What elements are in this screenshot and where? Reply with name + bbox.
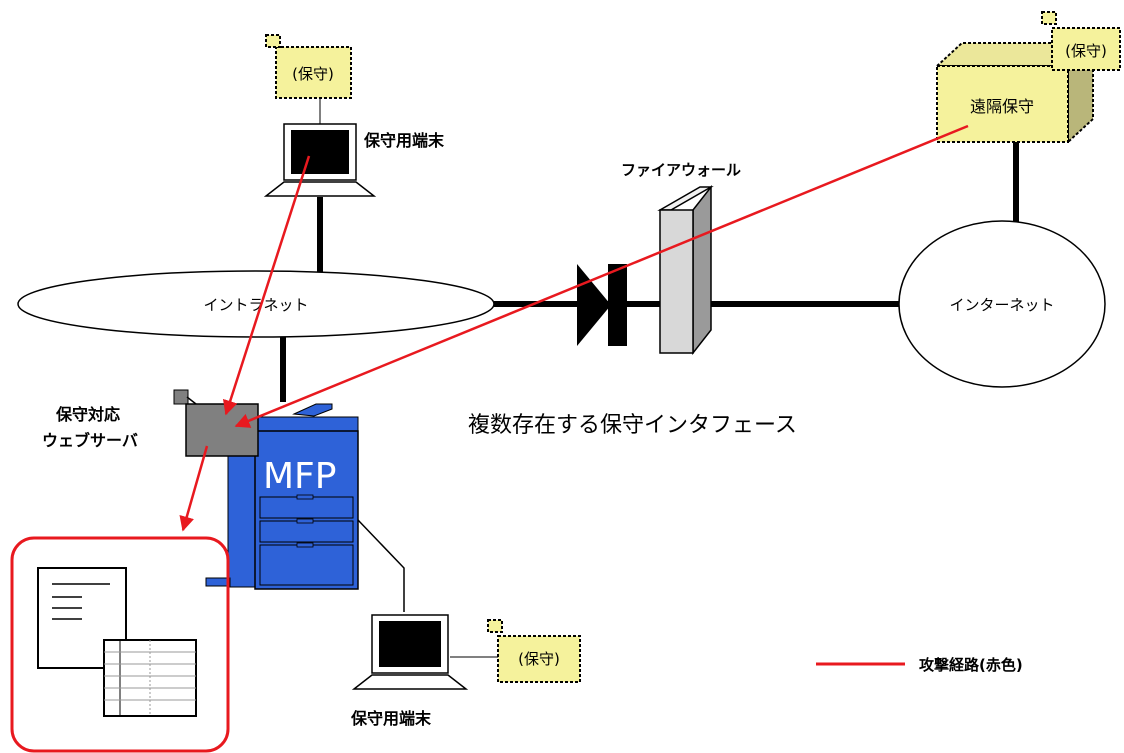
firewall-front bbox=[659, 209, 694, 354]
firewall-label: ファイアウォール bbox=[621, 161, 741, 179]
attack-path-to-documents bbox=[179, 445, 209, 532]
web-server-tab-link bbox=[186, 396, 197, 405]
mfp-label: MFP bbox=[263, 456, 336, 497]
mfp-terminal-cable bbox=[357, 519, 405, 612]
router-icon bbox=[577, 264, 627, 346]
documents-group bbox=[10, 536, 230, 753]
legend-attack-label: 攻撃経路(赤色) bbox=[919, 656, 1023, 674]
mfp-device: MFP bbox=[205, 403, 359, 590]
firewall-side bbox=[692, 184, 712, 356]
internet-node: インターネット bbox=[898, 220, 1106, 388]
internet-label: インターネット bbox=[949, 296, 1054, 314]
router-triangle bbox=[577, 264, 611, 346]
web-server-label-line1: 保守対応 bbox=[55, 405, 120, 424]
web-server-label-line2: ウェブサーバ bbox=[42, 431, 138, 450]
diagram-caption: 複数存在する保守インタフェース bbox=[468, 413, 797, 438]
intranet-ellipse bbox=[17, 270, 495, 338]
laptop-top-display bbox=[291, 130, 349, 174]
firewall-icon bbox=[657, 184, 714, 356]
internet-ellipse bbox=[898, 220, 1106, 388]
intranet-node: イントラネット bbox=[17, 270, 495, 338]
mfp-top-arm bbox=[292, 403, 333, 417]
mfp-tray-2 bbox=[259, 520, 354, 543]
mfp-tray-1 bbox=[259, 496, 354, 519]
mfp-tray-3 bbox=[259, 544, 354, 586]
attack-path-from-remote bbox=[234, 124, 969, 428]
terminal-bottom-label: 保守用端末 bbox=[350, 709, 432, 728]
web-server-tab bbox=[173, 389, 189, 405]
tag-bottom-label: (保守) bbox=[518, 650, 560, 668]
tag-remote-corner bbox=[1041, 11, 1057, 25]
mfp-handle-2 bbox=[296, 518, 314, 524]
terminal-bottom: 保守用端末 (保守) bbox=[350, 614, 581, 728]
laptop-bottom-display bbox=[379, 621, 441, 667]
tag-remote-box bbox=[1051, 27, 1121, 71]
attack-path-from-terminal bbox=[222, 155, 311, 416]
tag-top-label: (保守) bbox=[292, 65, 334, 83]
mfp-foot bbox=[205, 577, 231, 587]
mfp-scanner bbox=[257, 416, 359, 432]
attack-paths bbox=[179, 124, 969, 532]
web-server-icon bbox=[173, 389, 259, 457]
remote-maintenance-node: 遠隔保守 (保守) bbox=[934, 11, 1121, 145]
terminal-top-label: 保守用端末 bbox=[363, 131, 445, 150]
router-bar bbox=[608, 264, 627, 346]
legend: 攻撃経路(赤色) bbox=[816, 656, 1023, 674]
mfp-handle-3 bbox=[296, 542, 314, 548]
tag-bottom-corner bbox=[487, 619, 503, 633]
laptop-top-base bbox=[263, 181, 377, 197]
spreadsheet-icon bbox=[103, 639, 197, 717]
tag-remote-label: (保守) bbox=[1065, 42, 1107, 60]
tag-top-corner bbox=[265, 34, 281, 48]
laptop-bottom-base bbox=[351, 674, 469, 690]
mfp-handle-1 bbox=[296, 494, 314, 500]
web-server-box bbox=[185, 403, 259, 457]
terminal-top: (保守) 保守用端末 bbox=[263, 34, 445, 197]
intranet-label: イントラネット bbox=[203, 296, 308, 314]
documents-frame bbox=[10, 536, 230, 753]
tag-bottom-box bbox=[497, 635, 581, 683]
tag-top-box bbox=[275, 46, 352, 99]
remote-maintenance-label: 遠隔保守 bbox=[970, 97, 1034, 116]
